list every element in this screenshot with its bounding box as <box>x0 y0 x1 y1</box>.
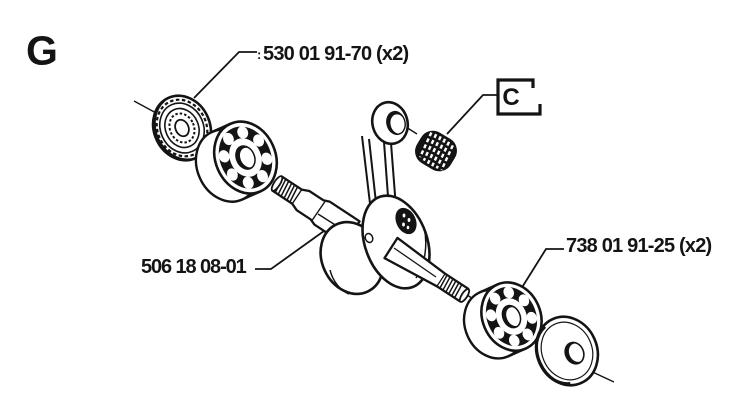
crankshaft <box>270 100 471 303</box>
bearing-balls <box>218 126 273 189</box>
seal-thickness-edge <box>153 100 191 161</box>
needle-bearing-body <box>415 130 457 172</box>
rod-small-end-bore <box>390 114 406 134</box>
bearing-bore-highlight <box>239 147 256 168</box>
leader-line-530 <box>193 51 257 99</box>
bearing-bore-outline <box>501 304 522 329</box>
leader-line-506 <box>255 230 325 270</box>
needle-bearing-rollers <box>418 131 454 171</box>
part-label-506: 506 18 08-01 <box>141 256 247 278</box>
crank-web-chamfer-dot <box>364 232 374 244</box>
section-letter: G <box>26 28 58 74</box>
crank-right-shaft-shoulder <box>393 247 446 287</box>
ball-bearing-right <box>462 281 543 360</box>
part-label-738: 738 01 91-25 (x2) <box>566 235 712 257</box>
seal-washer-right <box>534 315 600 387</box>
rod-small-end-bore-outline <box>386 110 406 136</box>
crank-pin-speckles <box>402 213 411 230</box>
seal-knurl-ring <box>168 112 196 144</box>
ball-bearing-left <box>194 120 279 203</box>
leader-line-c <box>446 94 497 135</box>
washer-face-ring <box>540 321 594 381</box>
washer-hole-highlight <box>568 343 585 362</box>
connecting-rod-shank-lines <box>361 135 397 213</box>
bearing-balls <box>485 286 538 347</box>
washer-hole-outline <box>564 341 585 365</box>
crank-web-left-contour <box>329 269 350 295</box>
bearing-bore-highlight <box>506 307 522 327</box>
washer-thickness-edges <box>535 321 576 386</box>
bearing-bore-outline <box>235 145 256 170</box>
crank-right-thread-hatch <box>438 273 463 299</box>
part-label-530: 530 01 91-70 (x2) <box>263 43 409 65</box>
ref-box-c <box>496 78 542 116</box>
ref-letter-c: C <box>502 84 519 111</box>
seal-washer-left <box>151 94 213 162</box>
crank-left-shaft-tip <box>270 175 284 192</box>
needle-bearing <box>415 130 457 172</box>
crank-right-shaft-tip <box>458 288 471 303</box>
seal-center-hole <box>174 118 190 138</box>
crank-pin-hole <box>395 207 417 235</box>
leader-line-738 <box>520 248 564 290</box>
seal-inner-ring <box>164 107 200 149</box>
leader-mark-530: : <box>257 47 261 62</box>
